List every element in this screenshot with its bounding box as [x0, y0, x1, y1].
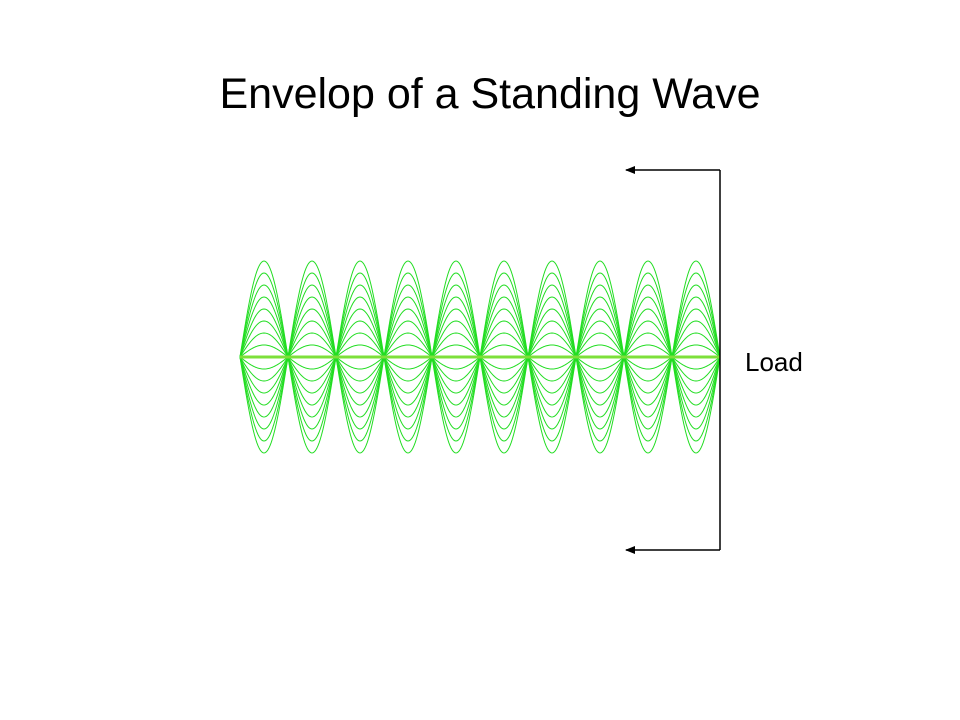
wave-snapshot-curve	[239, 320, 721, 359]
wave-snapshot-curve	[239, 296, 721, 358]
reflection-bracket	[625, 166, 721, 554]
load-label: Load	[745, 347, 803, 377]
wave-snapshot-curve	[239, 356, 721, 418]
wave-snapshot-curve	[239, 272, 721, 358]
wave-snapshot-curve	[239, 356, 721, 442]
slide-title: Envelop of a Standing Wave	[219, 70, 761, 118]
wave-snapshot-curve	[239, 355, 721, 394]
